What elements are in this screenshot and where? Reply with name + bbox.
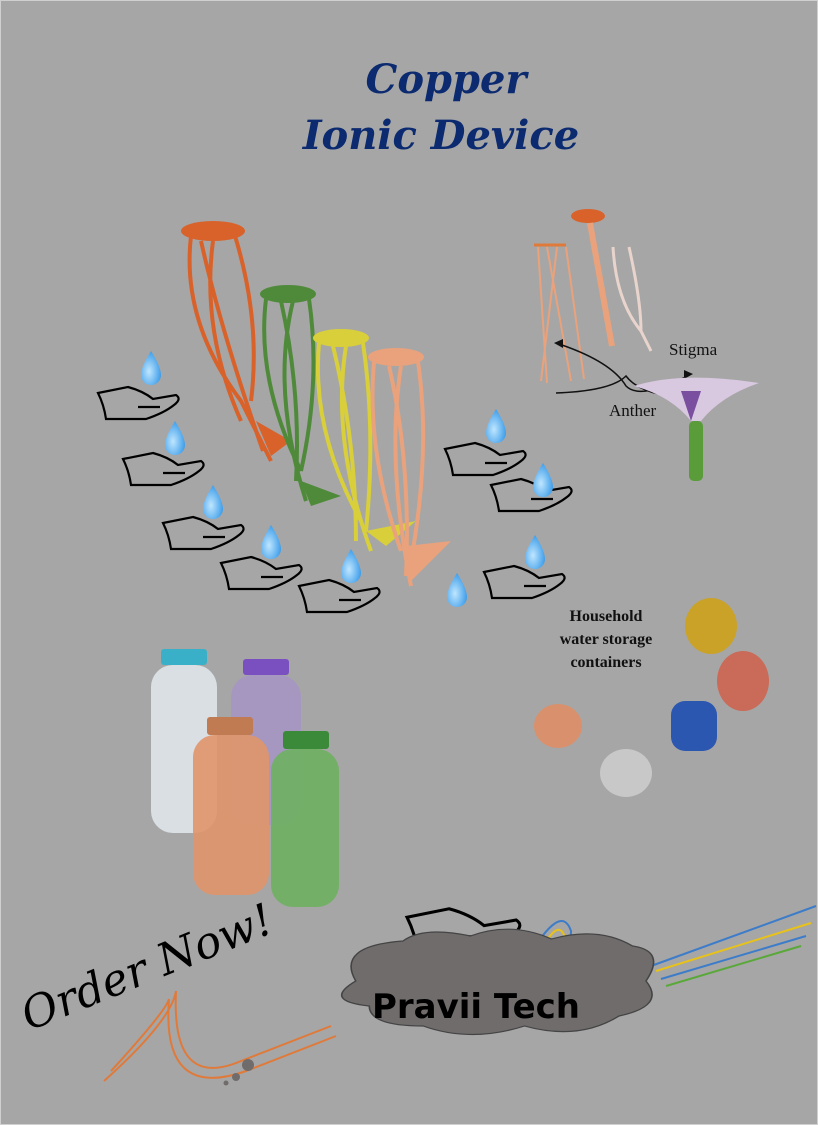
device-orange: [181, 221, 291, 462]
containers: Household water storage containers: [534, 598, 769, 797]
containers-label-1: Household: [570, 608, 643, 625]
hand-icon: [297, 578, 381, 614]
clay-pot: [717, 651, 769, 711]
title-line-2: Ionic Device: [302, 112, 579, 159]
water-drop-icon: [165, 421, 185, 455]
water-drop-icon: [486, 409, 506, 443]
flower-diagram: Stigma Anther: [534, 209, 759, 481]
hand-icon: [121, 451, 205, 487]
copper-pot: [534, 704, 582, 748]
water-drop-icon: [533, 463, 553, 497]
device-green: [260, 285, 341, 506]
bottle-copper: [193, 717, 269, 895]
hand-icon: [482, 564, 566, 600]
bottles: [151, 649, 339, 907]
device-yellow: [313, 329, 416, 552]
hands-and-drops: [96, 351, 573, 614]
water-drop-icon: [261, 525, 281, 559]
water-drop-icon: [341, 549, 361, 583]
order-now-text: Order Now!: [14, 894, 280, 1041]
blue-container: [671, 701, 717, 751]
water-drop-icon: [203, 485, 223, 519]
device-peach: [368, 348, 451, 587]
water-drop-icon: [525, 535, 545, 569]
hand-icon: [219, 555, 303, 591]
stigma-label: Stigma: [669, 340, 718, 359]
anther-label: Anther: [609, 401, 657, 420]
steel-pot: [600, 749, 652, 797]
containers-label-2: water storage: [560, 631, 653, 648]
containers-label-3: containers: [570, 654, 641, 671]
water-drop-icon: [141, 351, 161, 385]
hand-icon: [161, 515, 245, 551]
bottle-green: [271, 731, 339, 907]
hand-icon: [96, 385, 180, 421]
title-line-1: Copper: [366, 56, 530, 103]
hand-icon: [489, 477, 573, 513]
copper-devices: [181, 221, 451, 587]
water-drop-icon: [447, 573, 467, 607]
brand-cloud: Pravii Tech: [223, 928, 655, 1086]
brass-pot: [685, 598, 737, 654]
hand-icon: [443, 441, 527, 477]
brand-name: Pravii Tech: [372, 987, 580, 1027]
